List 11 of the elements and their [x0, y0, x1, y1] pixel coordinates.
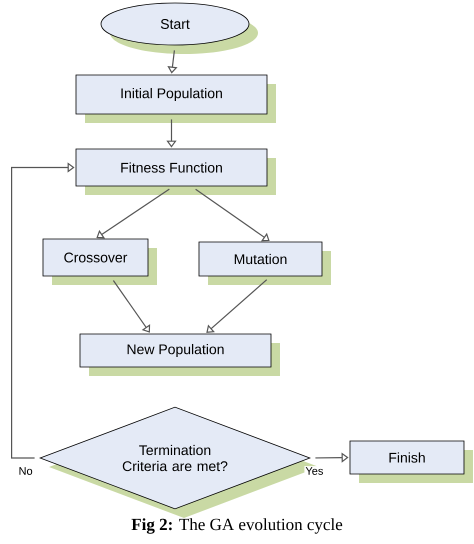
process-box: Initial Population [76, 74, 276, 123]
edge-label: Yes [304, 466, 324, 476]
process-box: Mutation [198, 242, 331, 285]
arrow [112, 280, 150, 333]
arrow [206, 279, 268, 333]
process-box: New Population [80, 334, 280, 376]
process-box: Fitness Function [76, 148, 276, 195]
edge-label: No [18, 466, 34, 476]
process-box: Finish [350, 440, 473, 483]
process-box: Crossover [42, 238, 157, 285]
caption: Fig 2: The GA evolution cycle [132, 518, 342, 534]
